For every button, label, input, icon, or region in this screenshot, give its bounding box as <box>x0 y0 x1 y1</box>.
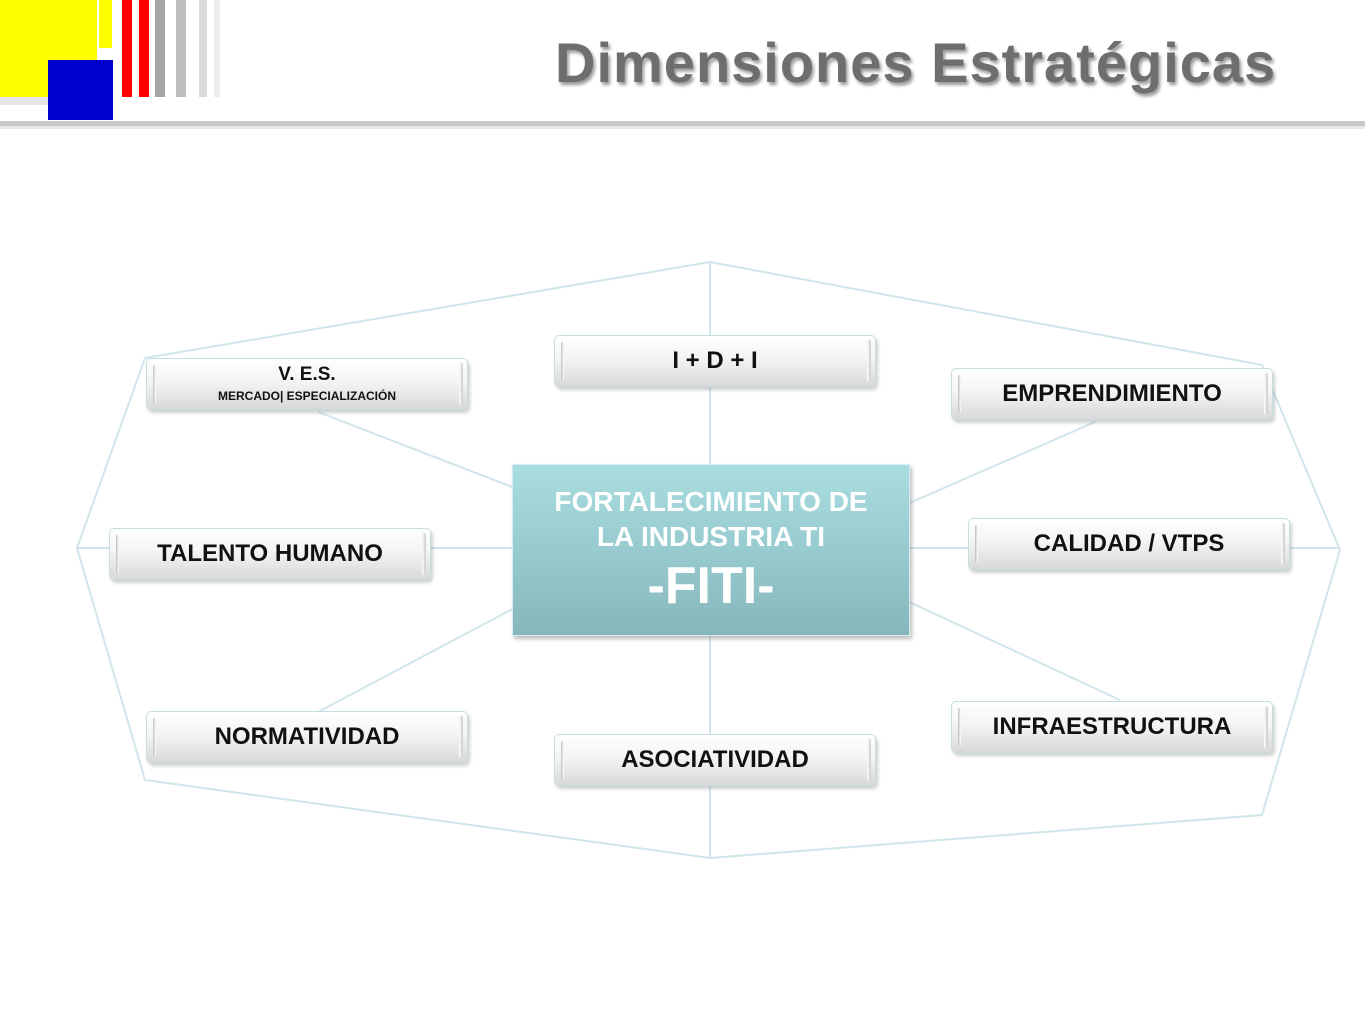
ves-label: V. E.S. <box>278 364 336 386</box>
hub-line-2: LA INDUSTRIA TI <box>596 521 826 553</box>
idi-box: I + D + I <box>554 335 876 387</box>
talento-label: TALENTO HUMANO <box>157 540 383 568</box>
red-bar-2 <box>139 0 149 97</box>
gray-bar-4 <box>214 0 220 97</box>
header-rule <box>0 121 1365 126</box>
hub-acronym: -FITI- <box>647 557 775 616</box>
infraestructura-label: INFRAESTRUCTURA <box>992 713 1232 741</box>
talento-box: TALENTO HUMANO <box>109 528 431 580</box>
yellow-strip <box>99 0 112 48</box>
gray-stripe <box>0 97 48 105</box>
line-ves <box>317 411 521 491</box>
idi-label: I + D + I <box>672 347 758 375</box>
gray-bar-3 <box>199 0 207 97</box>
page-title: Dimensiones Estratégicas <box>555 31 1277 94</box>
ves-box: V. E.S. MERCADO| ESPECIALIZACIÓN <box>146 358 468 410</box>
hub-line-1: FORTALECIMIENTO DE <box>554 486 868 518</box>
line-emprendimiento <box>904 421 1096 506</box>
asociatividad-label: ASOCIATIVIDAD <box>621 746 809 774</box>
emprendimiento-box: EMPRENDIMIENTO <box>951 368 1273 420</box>
calidad-box: CALIDAD / VTPS <box>968 518 1290 570</box>
blue-block <box>48 60 113 120</box>
calidad-label: CALIDAD / VTPS <box>1033 530 1225 558</box>
infraestructura-box: INFRAESTRUCTURA <box>951 701 1273 753</box>
normatividad-box: NORMATIVIDAD <box>146 711 468 763</box>
red-bar-1 <box>122 0 132 97</box>
line-normatividad <box>317 604 521 713</box>
hub-box: FORTALECIMIENTO DE LA INDUSTRIA TI -FITI… <box>512 464 910 636</box>
gray-bar-2 <box>176 0 186 97</box>
asociatividad-box: ASOCIATIVIDAD <box>554 734 876 786</box>
line-infraestructura <box>904 599 1121 701</box>
header-rule-shadow <box>0 126 1365 129</box>
ves-sublabel: MERCADO| ESPECIALIZACIÓN <box>217 389 397 404</box>
normatividad-label: NORMATIVIDAD <box>214 723 400 751</box>
emprendimiento-label: EMPRENDIMIENTO <box>1002 380 1222 408</box>
gray-bar-1 <box>155 0 165 97</box>
